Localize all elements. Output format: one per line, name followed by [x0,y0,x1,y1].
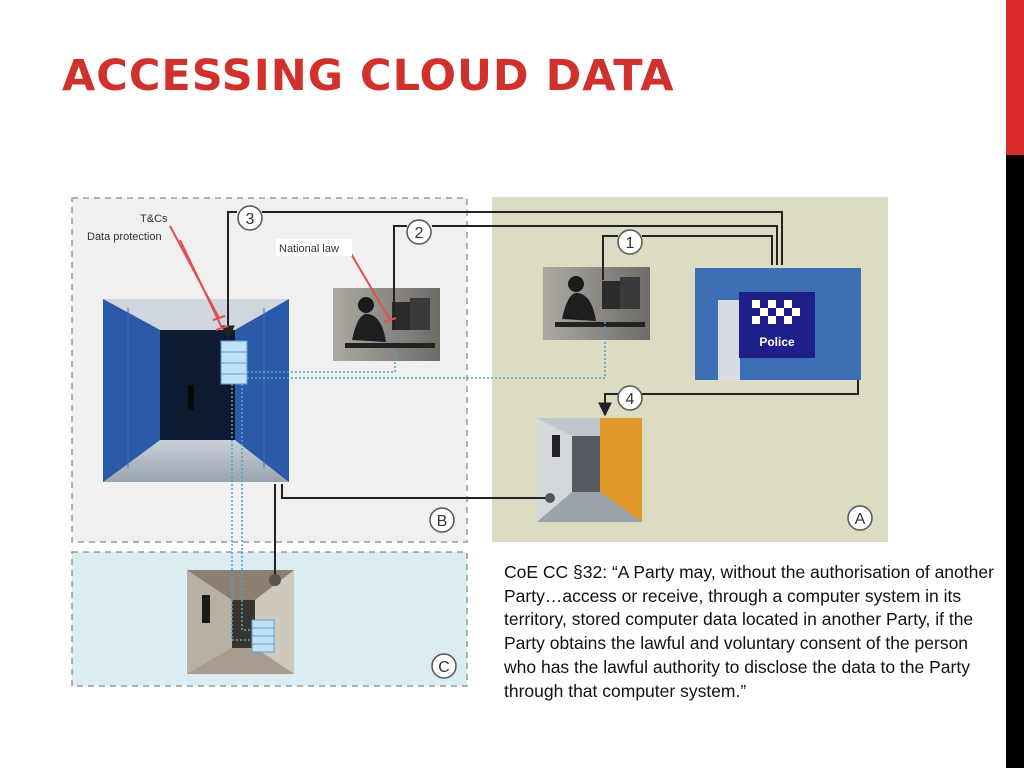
annotation-data-protection: Data protection [87,231,162,243]
step-3-marker: 3 [237,205,263,231]
annotation-tcs: T&Cs [140,213,168,225]
connection-lines [228,211,859,578]
route-2 [393,225,778,330]
zone-b-marker: B [429,507,455,533]
annotation-national-law-box [276,239,352,256]
route-end-dot-a [545,493,555,503]
slide-title: ACCESSING CLOUD DATA [62,51,675,101]
step-3-label: 3 [246,211,255,228]
office-worker-photo-b [333,288,440,361]
step-4-marker: 4 [617,385,643,411]
route-1 [602,235,773,280]
data-stack-icon-c [251,619,275,653]
police-checker-pattern [752,300,800,324]
route-b-to-a [281,484,548,499]
annotation-pointers [169,225,391,329]
corridor-photo-c [187,570,294,674]
data-link-dotted [231,320,606,641]
cloud-access-diagram: A B C [71,197,888,687]
zone-c-marker: C [431,653,457,679]
police-sign-photo: Police [695,268,861,380]
step-2-label: 2 [415,225,424,242]
route-end-dot-c [269,574,281,586]
zone-c-label: C [438,659,450,676]
annotation-national-law: National law [279,243,339,255]
step-1-marker: 1 [617,229,643,255]
route-4 [605,380,859,415]
zone-b-label: B [437,513,448,530]
police-sign-text: Police [759,335,795,349]
corridor-photo-a [537,418,642,522]
step-2-marker: 2 [406,219,432,245]
annotation-end-ticks [212,315,397,331]
office-worker-photo-a [543,267,650,340]
data-stack-icon-b [220,340,248,385]
step-1-label: 1 [626,235,635,252]
server-room-photo [103,299,289,482]
side-accent-bar-black [1006,155,1024,768]
zone-a-marker: A [847,505,873,531]
side-accent-bar-red [1006,0,1024,155]
zone-a-label: A [855,511,866,528]
convention-quote: CoE CC §32: “A Party may, without the au… [504,562,994,701]
step-4-label: 4 [626,391,635,408]
route-3 [228,211,783,338]
